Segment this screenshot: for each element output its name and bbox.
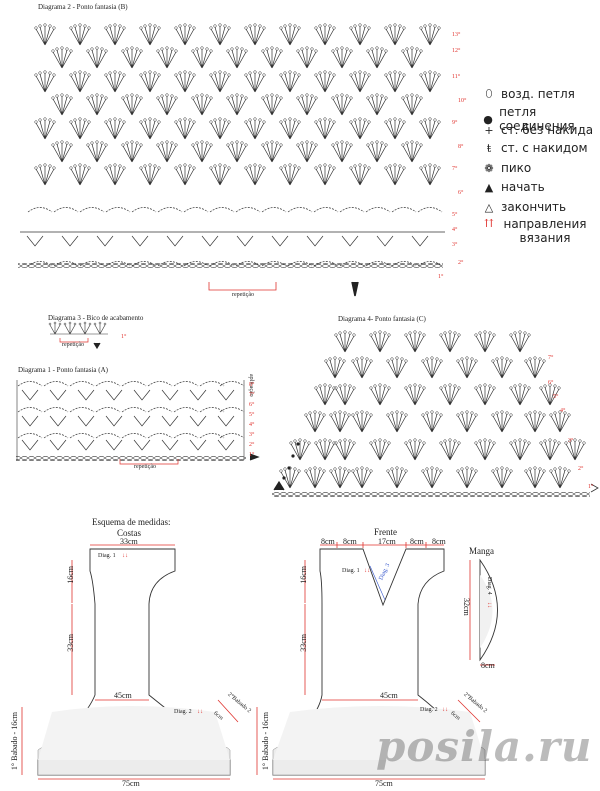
chain-icon: ⬯ xyxy=(485,87,493,100)
diagram-a-row-7: 7° xyxy=(249,392,255,398)
diagram-c-title: Diagrama 4- Ponto fantasia (C) xyxy=(338,315,426,323)
diagram-b-row-10: 10° xyxy=(458,98,467,104)
diagram-c-row-1: 1° xyxy=(588,484,594,490)
back-diag-2-arrows: ↓↓ xyxy=(197,709,203,715)
front-waist-width: 45cm xyxy=(380,691,398,700)
legend-item-slip-stitch: ● петля соединения xyxy=(483,105,575,133)
back-bottom-width: 75cm xyxy=(122,779,140,788)
diagram-a-row-8: 8° xyxy=(249,382,255,388)
back-diag-1-arrows: ↓↓ xyxy=(122,553,128,559)
diagram-bico-repeat-label: repetição xyxy=(62,342,84,348)
diagram-c-row-5: 5° xyxy=(553,394,559,400)
legend-item-start: ▲ начать xyxy=(482,180,545,194)
back-diag-2-label: Diag. 2 xyxy=(174,709,192,715)
diagram-b-repeat-label: repetição xyxy=(232,292,254,298)
back-ruffle-1: 1° Babado - 16cm xyxy=(10,712,19,771)
schema-sleeve-outline xyxy=(469,558,498,666)
diagram-a-title: Diagrama 1 - Ponto fantasia (A) xyxy=(18,366,108,374)
front-body-height: 33cm xyxy=(299,634,308,652)
diagram-b-row-5: 5° xyxy=(452,212,458,218)
diagram-b-row-9: 9° xyxy=(452,120,458,126)
diagram-a-row-4: 4° xyxy=(249,422,255,428)
back-waist-width: 45cm xyxy=(114,691,132,700)
diagram-a-chart xyxy=(16,380,260,465)
sleeve-length: 32cm xyxy=(462,598,471,616)
diagram-c-row-3: 3° xyxy=(568,438,574,444)
single-crochet-icon: + xyxy=(484,123,494,137)
finish-icon: △ xyxy=(484,200,494,214)
front-diag-2-arrows: ↓↓ xyxy=(442,707,448,713)
schema-title: Esquema de medidas: xyxy=(92,517,171,527)
diagram-c-row-2: 2° xyxy=(578,466,584,472)
front-diag-1-label: Diag. 1 xyxy=(342,568,360,574)
diagram-a-row-5: 5° xyxy=(249,412,255,418)
legend-item-double-crochet: ŧ ст. с накидом xyxy=(482,141,588,155)
diagram-a-row-1: 1° xyxy=(249,452,255,458)
front-neck-right: 8cm xyxy=(410,537,424,546)
diagram-b-row-3: 3° xyxy=(452,242,458,248)
diagram-b-row-6: 6° xyxy=(458,190,464,196)
diagram-bico-chart xyxy=(48,321,108,350)
front-ruffle-1: 1° Babado - 16cm xyxy=(261,712,270,771)
diagram-b-title: Diagrama 2 - Ponto fantasia (B) xyxy=(38,3,128,11)
back-armhole-height: 16cm xyxy=(66,566,75,584)
diagram-a-rows xyxy=(16,380,260,465)
diagram-c-row-4: 4° xyxy=(560,408,566,414)
front-diag-2-label: Diag. 2 xyxy=(420,707,438,713)
diagram-a-repeat-label: repetição xyxy=(134,464,156,470)
diagram-b-row-4: 4° xyxy=(452,227,458,233)
direction-icon: ⇈ xyxy=(484,217,494,230)
diagram-b-row-11: 11° xyxy=(452,74,461,80)
back-body-height: 33cm xyxy=(66,634,75,652)
sleeve-diag-4-label: Diag. 4 xyxy=(486,577,492,595)
front-neck-width: 17cm xyxy=(378,537,396,546)
double-crochet-icon: ŧ xyxy=(486,141,492,155)
front-shoulder-left: 8cm xyxy=(321,537,335,546)
diagram-c-row-7: 7° xyxy=(548,355,554,361)
legend-item-single-crochet: + ст. без накида xyxy=(482,123,593,137)
diagram-a-side-label: aplicação xyxy=(248,374,254,397)
sleeve-bottom: 8cm xyxy=(481,661,495,670)
diagram-c-chart xyxy=(272,330,599,497)
sleeve-diag-4-arrows: ↓↓ xyxy=(486,602,492,608)
start-icon: ▲ xyxy=(484,180,494,194)
diagram-a-row-6: 6° xyxy=(249,402,255,408)
diagram-b-row-8: 8° xyxy=(458,144,464,150)
diagram-b-row-13: 13° xyxy=(452,32,461,38)
front-neck-left: 8cm xyxy=(343,537,357,546)
diagram-b-row-2: 2° xyxy=(458,260,464,266)
diagram-b-row-7: 7° xyxy=(452,166,458,172)
diagram-b-row-1: 1° xyxy=(438,274,444,280)
schema-sleeve-title: Manga xyxy=(469,546,494,556)
diagram-bico-row-1: 1° xyxy=(121,334,127,340)
slip-stitch-icon: ● xyxy=(483,112,493,126)
legend-item-chain: ⬯ возд. петля xyxy=(482,87,575,101)
diagram-b-row-12: 12° xyxy=(452,48,461,54)
legend-item-picot: ❁ пико xyxy=(482,161,531,175)
picot-icon: ❁ xyxy=(484,161,494,175)
watermark-logo: posila.ru xyxy=(376,722,593,771)
front-diag-1-arrows: ↓↓ xyxy=(364,568,370,574)
legend-item-direction: ⇈ направления вязания xyxy=(482,217,589,245)
diagram-bico-title: Diagrama 3 - Bico de acabamento xyxy=(48,314,144,322)
back-diag-1-label: Diag. 1 xyxy=(98,553,116,559)
diagram-b-chart xyxy=(18,23,445,297)
schema-front-outline xyxy=(256,542,486,780)
front-bottom-width: 75cm xyxy=(375,779,393,788)
diagram-b-fan-rows xyxy=(34,23,441,186)
diagram-a-row-3: 3° xyxy=(249,432,255,438)
diagram-c-row-6: 6° xyxy=(548,380,554,386)
front-shoulder-right: 8cm xyxy=(432,537,446,546)
schema-back-outline xyxy=(21,544,239,780)
legend-item-finish: △ закончить xyxy=(482,200,566,214)
back-top-width: 33cm xyxy=(120,537,138,546)
diagram-b-lower-rows xyxy=(18,207,445,297)
schema-back-title: Costas xyxy=(117,528,142,538)
front-armhole-height: 16cm xyxy=(299,566,308,584)
diagram-a-row-2: 2° xyxy=(249,442,255,448)
schema-front-title: Frente xyxy=(374,527,397,537)
